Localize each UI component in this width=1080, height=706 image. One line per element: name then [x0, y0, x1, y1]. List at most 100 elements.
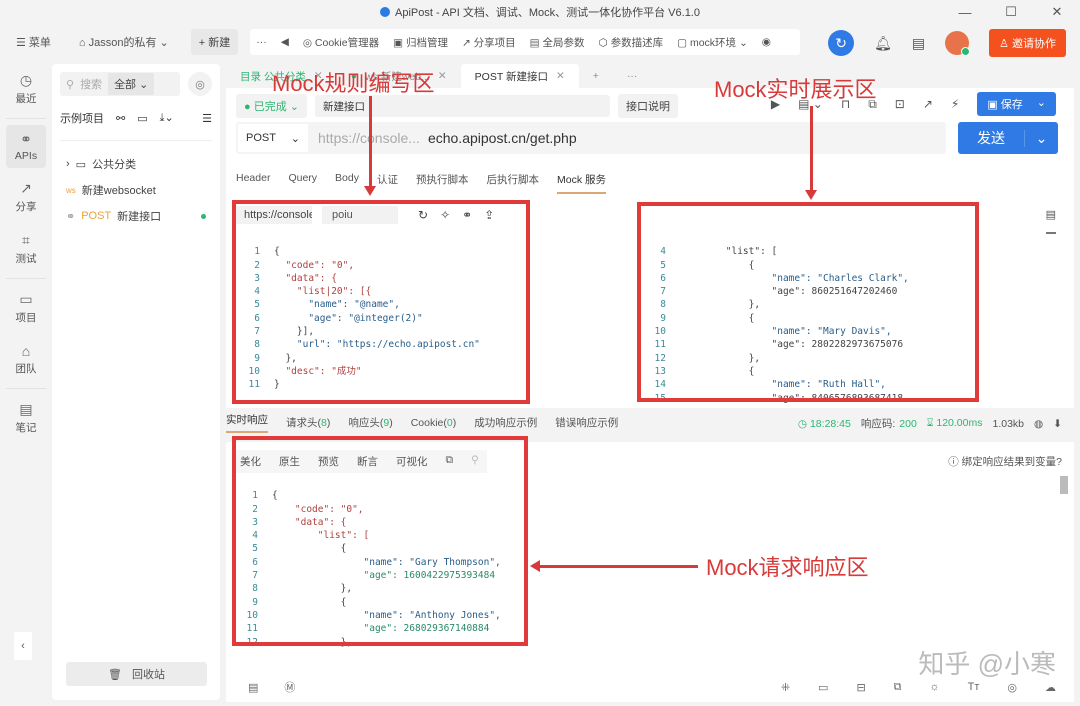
close-tab-icon[interactable]: ✕ — [313, 70, 323, 82]
param-library-button[interactable]: ⬡ 参数描述库 — [598, 36, 664, 49]
copy-icon[interactable]: ⧉ — [893, 680, 902, 693]
markdown-icon[interactable]: Ⓜ — [284, 682, 296, 694]
trash-button[interactable]: 🗑︎回收站 — [66, 662, 207, 686]
api-description-button[interactable]: 接口说明 — [617, 94, 678, 118]
add-member-icon[interactable]: ⚯ — [116, 112, 126, 125]
font-size-icon[interactable]: Tт — [967, 681, 980, 693]
minimize-button[interactable]: — — [958, 4, 972, 20]
eye-icon[interactable]: ◉ — [761, 36, 771, 48]
archive-button[interactable]: ▣ 归档管理 — [393, 36, 448, 49]
search-input[interactable]: ⚲ 搜索 全部 ⌄ — [60, 72, 180, 96]
format-raw[interactable]: 原生 — [279, 456, 300, 468]
status-select[interactable]: ● 已完成 ⌄ — [236, 94, 307, 118]
link-icon[interactable]: ⚭ — [462, 208, 473, 222]
flash-icon[interactable]: ⚡︎ — [950, 97, 960, 111]
back-button[interactable]: ◀ — [280, 36, 289, 48]
bell-icon[interactable]: 🔔︎ — [874, 34, 892, 51]
locate-icon[interactable]: ◎ — [188, 72, 212, 96]
subtab-post-script[interactable]: 后执行脚本 — [486, 174, 539, 186]
download-icon[interactable]: ⬇ — [1053, 417, 1062, 430]
collapse-sidebar-button[interactable]: ‹ — [14, 632, 32, 660]
add-tab-button[interactable]: + — [592, 70, 599, 82]
global-params-button[interactable]: ▤ 全局参数 — [529, 36, 585, 49]
send-button[interactable]: 发送⌄ — [958, 122, 1058, 154]
more-tabs-button[interactable]: ··· — [626, 70, 638, 82]
rail-item-recent[interactable]: ◷最近 — [6, 66, 46, 112]
new-folder-icon[interactable]: ▭ — [137, 112, 148, 125]
cookie-manager-button[interactable]: ◎ Cookie管理器 — [302, 36, 380, 49]
sync-icon[interactable]: ↻ — [828, 30, 855, 56]
share-project-button[interactable]: ↗ 分享项目 — [461, 36, 516, 49]
notes-icon[interactable]: ▤ — [911, 34, 926, 51]
mock-path-input[interactable]: poiu — [322, 206, 398, 224]
rail-item-notes[interactable]: ▤笔记 — [6, 395, 46, 441]
scope-select[interactable]: 全部 ⌄ — [108, 73, 155, 95]
magic-wand-icon[interactable]: ✧ — [440, 208, 451, 222]
lock-icon[interactable]: ⊓ — [840, 97, 851, 111]
terminal-icon[interactable]: ▭ — [818, 681, 829, 694]
close-tab-icon[interactable]: ✕ — [555, 70, 565, 82]
tab-error-example[interactable]: 错误响应示例 — [555, 417, 619, 429]
save-button[interactable]: ▣ 保存⌄ — [977, 92, 1056, 116]
compress-icon[interactable]: ⁜ — [780, 681, 791, 694]
new-button[interactable]: + 新建 — [190, 29, 239, 55]
doc-icon[interactable]: ▤ ⌄ — [798, 97, 823, 111]
tab-cookie[interactable]: Cookie(0) — [410, 416, 457, 429]
rail-item-apis[interactable]: ⚭APIs — [6, 125, 46, 168]
rail-item-test[interactable]: ⌗测试 — [6, 226, 46, 272]
tab-live-response[interactable]: 实时响应 — [226, 412, 268, 433]
subtab-header[interactable]: Header — [236, 172, 271, 184]
more-button[interactable]: ··· — [256, 36, 267, 48]
code-icon[interactable]: ⊡ — [894, 97, 905, 111]
tab-directory[interactable]: 目录 公共分类✕ — [240, 70, 323, 83]
subtab-mock[interactable]: Mock 服务 — [556, 172, 606, 194]
rail-item-project[interactable]: ▭项目 — [6, 285, 46, 331]
layout-icon[interactable]: ▤ — [248, 681, 259, 694]
bind-variable-link[interactable]: ⓘ 绑定响应结果到变量? — [948, 456, 1062, 468]
preview-scrollbar[interactable] — [1046, 232, 1056, 234]
chevron-down-icon[interactable]: ⌄ — [1024, 129, 1058, 147]
format-preview[interactable]: 预览 — [318, 456, 339, 468]
settings-icon[interactable]: ◎ — [1007, 681, 1017, 694]
globe-icon[interactable]: ◍ — [1034, 417, 1044, 430]
mock-url-field[interactable]: https://console... — [236, 206, 312, 224]
url-input[interactable]: echo.apipost.cn/get.php — [427, 130, 577, 146]
maximize-button[interactable]: ☐ — [1005, 4, 1017, 19]
format-pretty[interactable]: 美化 — [240, 456, 261, 468]
method-select[interactable]: POST⌄ — [238, 124, 308, 152]
rail-item-team[interactable]: ⌂团队 — [6, 337, 46, 382]
api-name-input[interactable]: 新建接口 — [314, 95, 610, 117]
import-icon[interactable]: ⤓⌄ — [159, 112, 174, 124]
tree-folder[interactable]: ›▭公共分类 — [66, 158, 137, 171]
copy-icon[interactable]: ⧉ — [445, 454, 454, 466]
tab-websocket[interactable]: ●ws 新建web...✕ — [350, 70, 447, 83]
subtab-body[interactable]: Body — [335, 172, 359, 184]
rail-item-share[interactable]: ↗分享 — [6, 174, 46, 220]
theme-icon[interactable]: ☼ — [929, 681, 940, 693]
team-selector[interactable]: ⌂ Jasson的私有 ⌄ — [79, 34, 169, 50]
format-visualize[interactable]: 可视化 — [396, 456, 428, 468]
format-assert[interactable]: 断言 — [357, 456, 378, 468]
subtab-query[interactable]: Query — [288, 172, 318, 184]
run-icon[interactable]: ▶ — [770, 97, 781, 111]
tab-response-headers[interactable]: 响应头(9) — [348, 417, 393, 429]
panel-icon[interactable]: ⊟ — [856, 681, 866, 694]
subtab-pre-script[interactable]: 预执行脚本 — [415, 174, 469, 186]
close-tab-icon[interactable]: ✕ — [437, 70, 447, 82]
search-icon[interactable]: ⚲ — [471, 454, 479, 466]
tab-request-headers[interactable]: 请求头(8) — [286, 417, 331, 429]
panel-toggle-icon[interactable]: ▤ — [1045, 209, 1056, 221]
cloud-icon[interactable]: ☁ — [1045, 681, 1056, 694]
refresh-icon[interactable]: ↻ — [418, 208, 429, 222]
copy-icon[interactable]: ⧉ — [868, 96, 877, 111]
menu-button[interactable]: ☰ 菜单 — [16, 37, 51, 49]
invite-button[interactable]: ♙ 邀请协作 — [989, 29, 1066, 57]
share-icon[interactable]: ↗ — [922, 97, 933, 111]
sort-icon[interactable]: ☰ — [202, 112, 212, 125]
close-button[interactable]: ✕ — [1051, 4, 1063, 19]
avatar[interactable] — [945, 31, 971, 56]
env-selector[interactable]: ▢ mock环境 ⌄ — [677, 36, 748, 49]
response-scrollbar[interactable] — [1060, 476, 1068, 494]
